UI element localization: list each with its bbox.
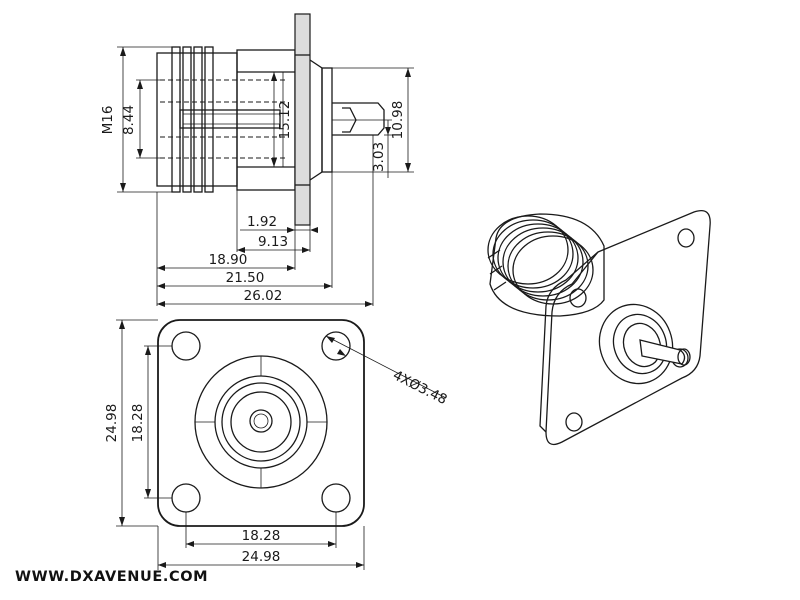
- thread-ridges: [171, 46, 214, 193]
- iso-hole-tl: [569, 288, 587, 308]
- center-contact: [249, 409, 273, 433]
- mid-ring: [214, 375, 308, 469]
- iso-flange-face: [545, 209, 711, 446]
- iso-insulator-outer: [598, 303, 674, 385]
- thread-label: M16: [100, 106, 116, 135]
- side-view: [156, 13, 392, 226]
- flange-side: [294, 13, 311, 226]
- rear-pin: [332, 102, 385, 136]
- mount-hole-tr: [321, 331, 351, 361]
- dim-18-90: 18.90: [209, 252, 248, 268]
- iso-hole-bl: [565, 412, 583, 432]
- mount-hole-br: [321, 483, 351, 513]
- front-view: [157, 319, 365, 527]
- ring-segments: [195, 356, 327, 488]
- iso-hole-tr: [677, 228, 695, 248]
- dim-26-02: 26.02: [244, 288, 283, 304]
- dim-1-92: 1.92: [247, 214, 277, 230]
- threaded-body: [156, 52, 238, 187]
- isometric-view: [487, 209, 711, 446]
- hidden-bore: [160, 79, 288, 159]
- side-dimensions: M16 8.44 15.12 10.98 3.03: [100, 46, 414, 307]
- center-pin-inner: [179, 109, 281, 129]
- mount-hole-bl: [171, 483, 201, 513]
- flange-plate: [157, 319, 365, 527]
- hole-note: 4XØ3.48: [390, 367, 449, 408]
- inner-dim: 15.12: [277, 101, 293, 140]
- rear-insulator: [309, 59, 323, 181]
- bore-dim: 8.44: [121, 105, 137, 135]
- width-inner-dim: 18.28: [242, 528, 281, 544]
- iso-threaded-body: [487, 213, 605, 317]
- width-outer-dim: 24.98: [242, 549, 281, 565]
- height-inner-dim: 18.28: [130, 404, 146, 443]
- dim-9-13: 9.13: [258, 234, 288, 250]
- mount-hole-tl: [171, 331, 201, 361]
- pin-dim: 10.98: [390, 101, 406, 140]
- offset-dim: 3.03: [371, 142, 387, 172]
- site-watermark: WWW.DXAVENUE.COM: [15, 569, 209, 585]
- dim-21-50: 21.50: [226, 270, 265, 286]
- height-outer-dim: 24.98: [104, 404, 120, 443]
